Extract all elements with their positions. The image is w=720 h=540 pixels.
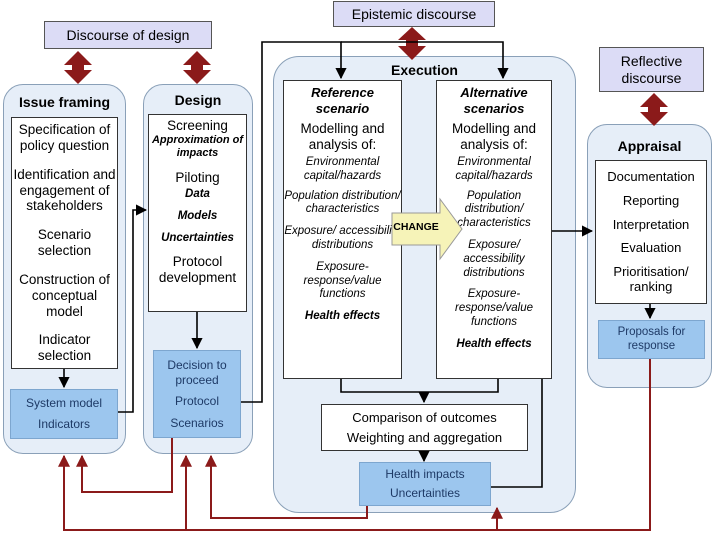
piloting-data-item: Data — [185, 188, 210, 201]
alternative-exposure-response-item: Exposure- response/value functions — [455, 288, 533, 328]
alternative-environmental-item: Environmental capital/hazards — [455, 156, 533, 182]
discourse-of-design-label: Discourse of design — [66, 26, 190, 43]
design-title: Design — [174, 92, 222, 108]
alternative-scenarios-title: Alternative scenarios — [460, 85, 528, 116]
prioritisation-item: Prioritisation/ ranking — [613, 263, 689, 295]
reference-health-effects-item: Health effects — [304, 310, 381, 323]
decision-output: Decision to proceed — [167, 358, 227, 387]
approximation-item: Approximation of impacts — [151, 133, 244, 160]
piloting-item: Piloting — [175, 170, 220, 186]
alternative-population-item: Population distribution/ characteristics — [457, 189, 531, 230]
protocol-output: Protocol — [174, 394, 220, 408]
reflective-discourse-label: Reflective discourse — [620, 52, 683, 86]
proposals-output: Proposals for response — [617, 325, 686, 352]
execution-title: Execution — [391, 62, 458, 78]
reference-modelling-label: Modelling and analysis of: — [300, 121, 385, 153]
epistemic-discourse-box: Epistemic discourse — [333, 1, 495, 27]
scenarios-output: Scenarios — [170, 415, 224, 430]
design-output-box: Decision to proceed Protocol Scenarios — [153, 350, 241, 438]
indicator-selection-item: Indicator selection — [37, 332, 92, 364]
reference-scenario-box: Reference scenario Modelling and analysi… — [283, 80, 402, 379]
comparison-item: Comparison of outcomes — [352, 409, 497, 425]
reference-exposure-item: Exposure/ accessibility distributions — [284, 225, 401, 252]
epistemic-discourse-label: Epistemic discourse — [351, 5, 477, 22]
discourse-of-design-box: Discourse of design — [44, 21, 212, 49]
comparison-box: Comparison of outcomes Weighting and agg… — [321, 404, 528, 451]
change-label: CHANGE — [393, 221, 439, 233]
reflective-double-arrow — [640, 93, 668, 126]
policy-question-item: Specification of policy question — [18, 122, 111, 153]
piloting-uncertainties-item: Uncertainties — [161, 231, 234, 244]
health-impacts-output: Health impacts — [385, 467, 465, 482]
uncertainties-output: Uncertainties — [389, 486, 461, 501]
piloting-models-item: Models — [177, 210, 218, 223]
conceptual-model-item: Construction of conceptual model — [19, 271, 110, 319]
execution-output-box: Health impacts Uncertainties — [359, 462, 491, 506]
appraisal-title: Appraisal — [617, 138, 682, 154]
reference-scenario-title: Reference scenario — [311, 85, 374, 116]
system-model-output: System model — [25, 396, 103, 411]
reference-exposure-response-item: Exposure- response/value functions — [303, 260, 382, 301]
design-discourse-double-arrow-2 — [183, 51, 211, 84]
appraisal-box: Documentation Reporting Interpretation E… — [595, 160, 707, 304]
indicators-output: Indicators — [37, 417, 91, 432]
design-discourse-double-arrow — [64, 51, 92, 84]
reporting-item: Reporting — [622, 192, 680, 208]
change-arrow — [391, 197, 463, 261]
reference-population-item: Population distribution/ characteristics — [284, 189, 401, 216]
screening-item: Screening — [167, 118, 228, 133]
interpretation-item: Interpretation — [612, 216, 690, 232]
epistemic-double-arrow — [398, 27, 426, 60]
appraisal-output-box: Proposals for response — [598, 320, 705, 359]
protocol-development-item: Protocol development — [158, 253, 237, 285]
issue-framing-output-box: System model Indicators — [10, 389, 118, 439]
alternative-exposure-item: Exposure/ accessibility distributions — [463, 239, 525, 279]
weighting-item: Weighting and aggregation — [346, 429, 503, 445]
issue-framing-box: Specification of policy question Identif… — [11, 117, 118, 369]
issue-framing-title: Issue framing — [18, 94, 111, 110]
scenario-selection-item: Scenario selection — [37, 227, 92, 258]
reference-environmental-item: Environmental capital/hazards — [303, 156, 382, 182]
reflective-discourse-box: Reflective discourse — [599, 47, 704, 92]
evaluation-item: Evaluation — [620, 240, 682, 256]
documentation-item: Documentation — [607, 169, 695, 185]
alternative-modelling-label: Modelling and analysis of: — [451, 121, 537, 153]
discourse-double-arrows — [64, 27, 668, 126]
stakeholders-item: Identification and engagement of stakeho… — [13, 166, 116, 214]
alternative-health-effects-item: Health effects — [456, 337, 532, 350]
design-box: Screening Approximation of impacts Pilot… — [148, 114, 247, 312]
